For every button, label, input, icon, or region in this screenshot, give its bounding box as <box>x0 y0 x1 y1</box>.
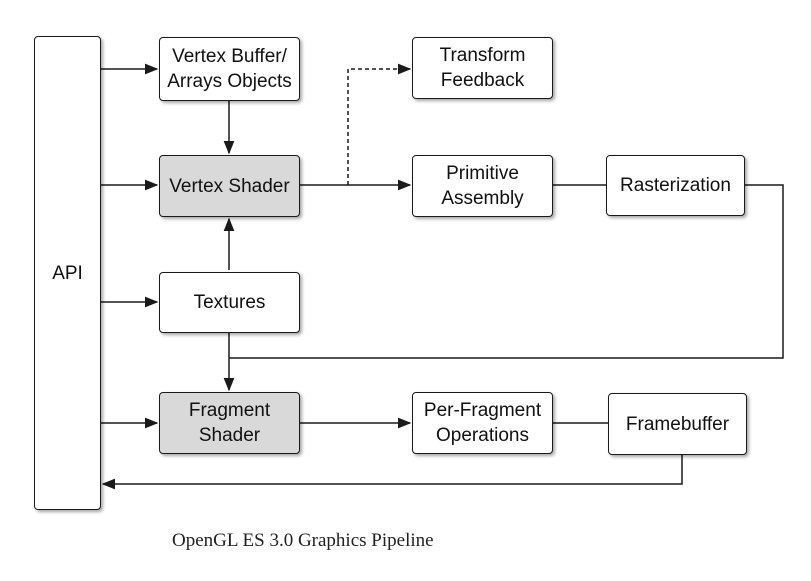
textures-box: Textures <box>159 272 300 333</box>
per-fragment-operations-box: Per-Fragment Operations <box>412 392 553 454</box>
edge-framebuffer-to-api <box>101 455 683 490</box>
vertex-shader-box: Vertex Shader <box>159 155 300 217</box>
primitive-assembly-box: Primitive Assembly <box>412 155 553 217</box>
framebuffer-box: Framebuffer <box>608 393 747 455</box>
api-box: API <box>34 36 101 510</box>
fragment-shader-box: Fragment Shader <box>159 392 300 454</box>
transform-feedback-box: Transform Feedback <box>412 37 553 99</box>
edge-vertex-shader-to-transform-feedback <box>347 63 412 185</box>
edge-rasterization-to-fragment-shader <box>229 184 784 359</box>
rasterization-box: Rasterization <box>606 155 745 216</box>
vertex-buffer-box: Vertex Buffer/ Arrays Objects <box>159 37 300 101</box>
figure-caption: OpenGL ES 3.0 Graphics Pipeline <box>172 530 434 551</box>
